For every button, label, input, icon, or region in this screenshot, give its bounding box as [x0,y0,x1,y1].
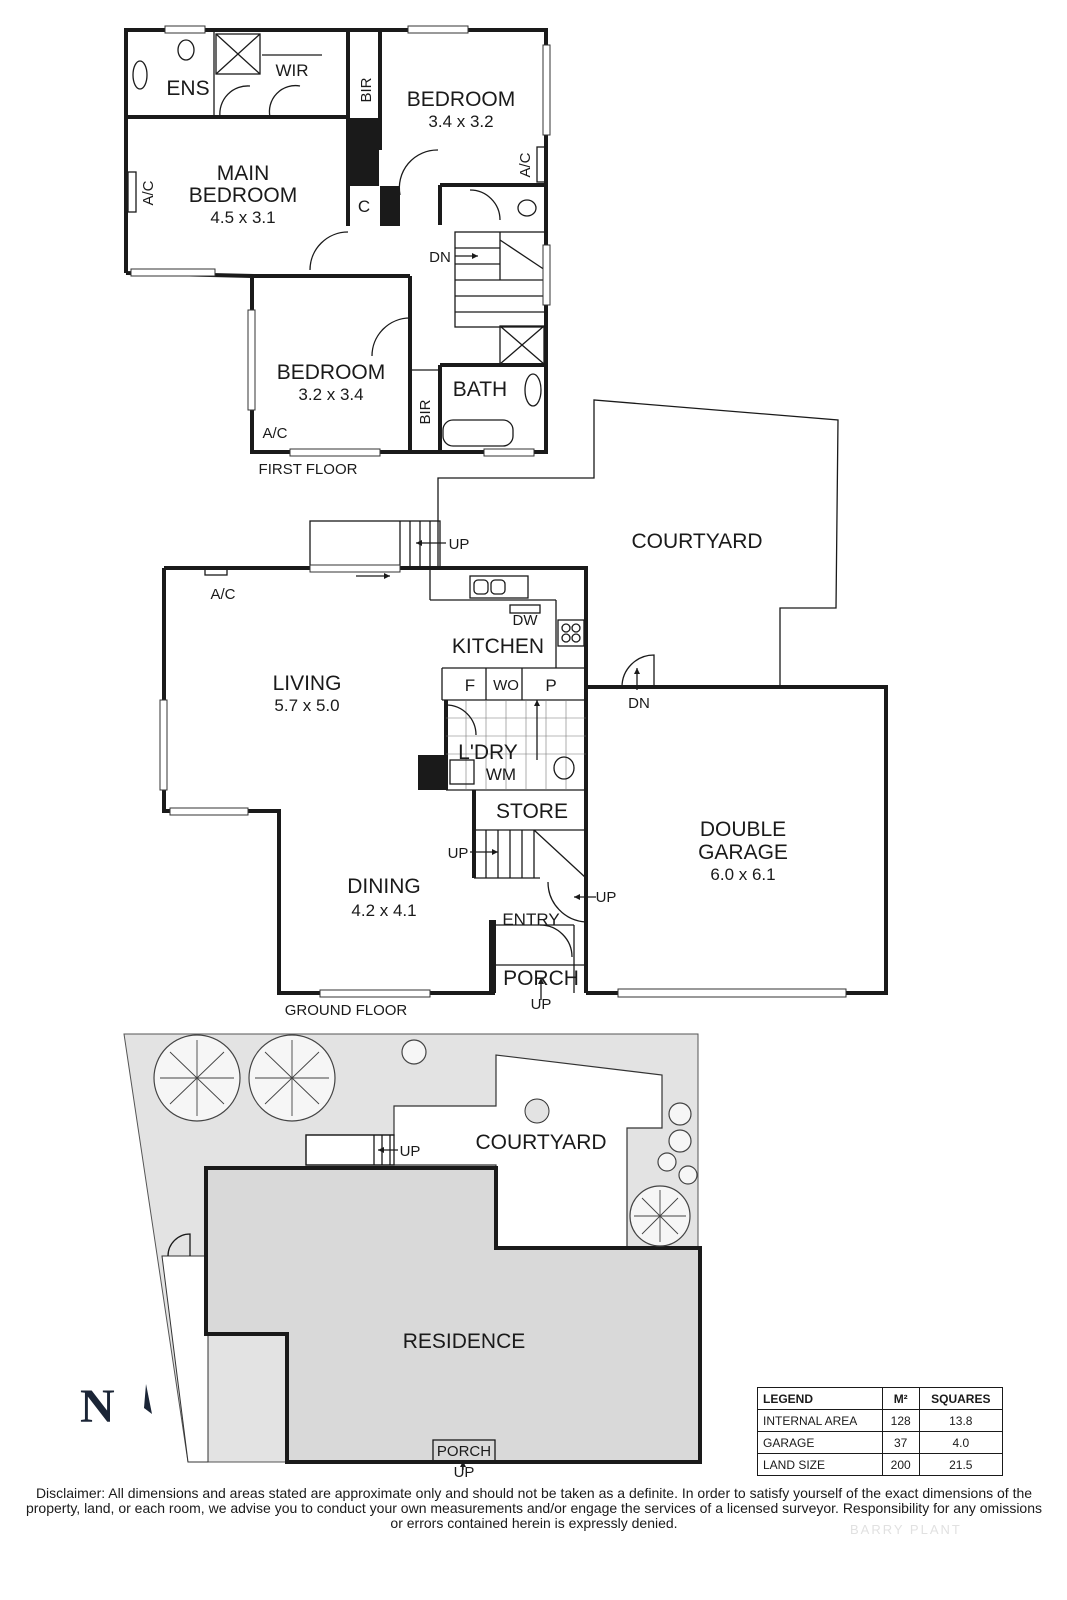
ground-floor-plan: COURTYARD UP A/C DW KITCHEN F WO P DN LI… [159,399,888,1019]
dishwasher-label: DW [513,612,539,629]
wall-block [489,920,496,993]
room-label-dining: DINING [347,875,421,898]
room-label-main-bedroom-2: BEDROOM [189,184,298,207]
wall-block [380,186,400,226]
room-label-ens: ENS [166,77,209,100]
site-up-label: UP [400,1143,421,1160]
legend-m2: 200 [881,1453,920,1476]
room-label-wir: WIR [275,61,308,80]
stair-dn-label: DN [628,695,650,712]
wall-block [418,755,446,790]
bath-basin [524,373,542,407]
north-arrow-icon [144,1384,152,1414]
laundry-tiles [446,700,586,790]
pantry-label: P [545,676,556,695]
legend-label: INTERNAL AREA [757,1409,883,1432]
legend-table: LEGEND M² SQUARES INTERNAL AREA 128 13.8… [757,1387,1004,1476]
legend-m2: 128 [881,1409,920,1432]
first-floor-plan: ENS WIR BIR MAIN BEDROOM 4.5 x 3.1 BEDRO… [124,25,551,478]
first-floor-stairs [454,231,546,328]
legend-squares: 21.5 [918,1453,1004,1476]
legend-row: GARAGE 37 4.0 [757,1431,1004,1454]
floor-title: FIRST FLOOR [259,461,358,478]
floor-title: GROUND FLOOR [285,1002,408,1019]
room-label-courtyard: COURTYARD [631,530,762,553]
legend-header: SQUARES [918,1387,1004,1410]
shower [215,33,261,75]
site-label-residence: RESIDENCE [403,1330,526,1353]
wall-block [349,118,379,186]
agency-watermark: BARRY PLANT [850,1522,962,1537]
room-label-store: STORE [496,800,568,823]
room-label-double-garage-2: GARAGE [698,841,788,864]
room-label-bedroom: BEDROOM [277,361,386,384]
courtyard-outline [437,399,839,687]
site-label-courtyard: COURTYARD [475,1131,606,1154]
stair-up-label: UP [596,889,617,906]
ac-label: A/C [140,180,157,205]
courtyard-feature [524,1098,550,1124]
site-porch-up-label: UP [454,1464,475,1481]
toilet [517,199,537,217]
bath-shower [499,325,545,365]
washing-machine-label: WM [486,765,516,784]
ac-label: A/C [210,586,235,603]
north-indicator: N [80,1380,115,1433]
room-dimension: 5.7 x 5.0 [274,696,339,715]
stair-dn-label: DN [429,249,451,266]
room-label-entry: ENTRY [502,910,559,929]
room-dimension: 4.2 x 4.1 [351,901,416,920]
cupboard-label: C [358,197,370,216]
toilet [177,39,195,61]
fridge-label: F [465,676,475,695]
laundry-toilet [553,756,575,780]
legend-m2: 37 [881,1431,920,1454]
basin [132,60,148,90]
ac-label: A/C [517,152,534,177]
legend-row: INTERNAL AREA 128 13.8 [757,1409,1004,1432]
stair-up-label: UP [449,536,470,553]
room-label-bedroom: BEDROOM [407,88,516,111]
legend-header-row: LEGEND M² SQUARES [757,1387,1004,1410]
sink [469,575,529,599]
dishwasher [509,604,541,614]
room-dimension: 3.2 x 3.4 [298,385,363,404]
legend-header: M² [881,1387,920,1410]
site-residence [204,1166,702,1464]
legend-header: LEGEND [757,1387,883,1410]
disclaimer-text: Disclaimer: All dimensions and areas sta… [25,1485,1043,1531]
room-label-main-bedroom: MAIN [217,162,270,185]
legend-row: LAND SIZE 200 21.5 [757,1453,1004,1476]
room-label-kitchen: KITCHEN [452,635,544,658]
room-label-living: LIVING [273,672,342,695]
legend-label: LAND SIZE [757,1453,883,1476]
site-plan: COURTYARD UP RESIDENCE PORCH UP [123,1033,702,1481]
stair-up-label: UP [448,845,469,862]
legend-squares: 13.8 [918,1409,1004,1432]
washing-machine [449,759,475,785]
room-dimension: 6.0 x 6.1 [710,865,775,884]
cooktop [557,619,585,647]
room-label-bir: BIR [417,399,434,424]
ac-label: A/C [262,425,287,442]
ground-floor-stairs [485,829,587,879]
legend-label: GARAGE [757,1431,883,1454]
room-label-laundry: L'DRY [458,741,518,764]
room-label-double-garage: DOUBLE [700,818,786,841]
site-label-porch: PORCH [437,1443,491,1460]
room-label-porch: PORCH [503,967,579,990]
room-dimension: 4.5 x 3.1 [210,208,275,227]
ground-floor-outer-wall [164,566,888,995]
room-label-bath: BATH [453,378,507,401]
room-dimension: 3.4 x 3.2 [428,112,493,131]
room-label-bir: BIR [358,77,375,102]
bathtub [442,419,514,447]
legend-squares: 4.0 [918,1431,1004,1454]
wall-oven-label: WO [493,677,519,694]
porch-up-label: UP [531,996,552,1013]
